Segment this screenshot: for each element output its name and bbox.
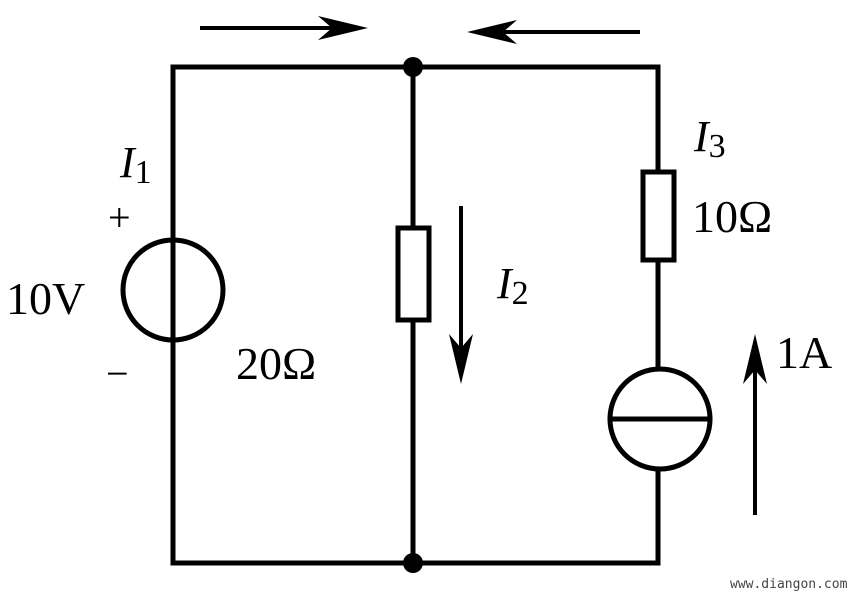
- label-i3: I3: [693, 112, 726, 165]
- current-source-value: 1A: [776, 327, 832, 378]
- arrow-1a-up: [743, 334, 767, 515]
- label-i1: I1: [119, 138, 152, 191]
- current-source: [607, 366, 713, 472]
- arrow-i1-right: [200, 16, 368, 40]
- voltage-plus: +: [108, 195, 131, 240]
- resistor-10-ohm: [640, 169, 677, 263]
- arrow-i3-left: [467, 20, 640, 44]
- arrow-i2-down: [449, 206, 473, 384]
- voltage-value: 10V: [6, 273, 85, 324]
- voltage-source: [120, 237, 226, 343]
- voltage-minus: −: [106, 351, 129, 396]
- label-i2: I2: [496, 259, 529, 312]
- resistor-20-ohm: [395, 225, 432, 323]
- watermark-text: www.diangon.com: [730, 577, 848, 592]
- node-bottom: [403, 553, 423, 573]
- resistor-10-ohm-value: 10Ω: [692, 191, 772, 242]
- wires: [170, 64, 661, 566]
- node-top: [403, 57, 423, 77]
- resistor-20-ohm-value: 20Ω: [236, 338, 316, 389]
